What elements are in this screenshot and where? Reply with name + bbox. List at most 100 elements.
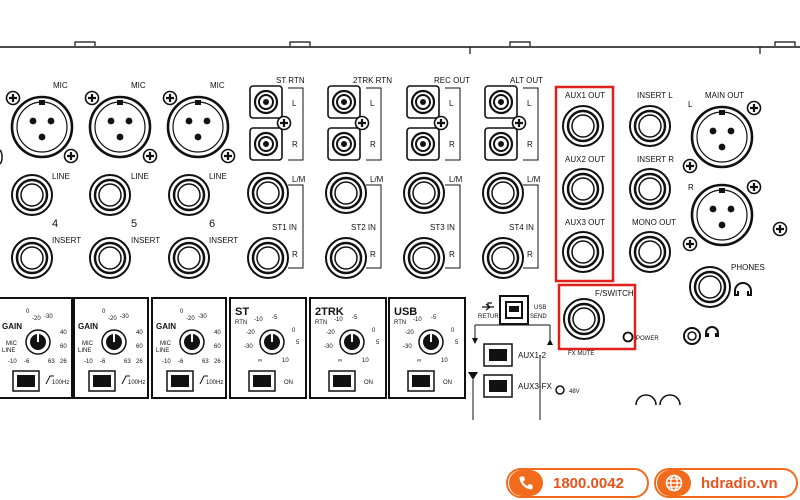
rtn-scale-neg20: -20 <box>246 330 255 336</box>
rtn-scale-0: 0 <box>372 328 376 334</box>
aux1-out-jack[interactable] <box>561 104 605 148</box>
hpf-label: 100Hz <box>52 380 69 386</box>
st3-r-jack[interactable] <box>402 236 446 280</box>
gain-scale-40: 40 <box>60 330 67 336</box>
insert-r-label: INSERT R <box>637 155 674 164</box>
insert-label: INSERT <box>52 236 81 245</box>
xlr-mic-input-5[interactable] <box>88 95 152 159</box>
gain-scale-20: -20 <box>108 316 117 322</box>
rtn-scale-neg5: -5 <box>272 315 278 321</box>
st1-lm-jack[interactable] <box>246 171 290 215</box>
st-rtn-r-jack[interactable] <box>248 126 284 162</box>
hpf-switch-4[interactable] <box>12 370 40 392</box>
insert-jack-5[interactable] <box>88 236 132 280</box>
line-label: LINE <box>131 172 149 181</box>
line-input-6[interactable] <box>167 173 211 217</box>
mono-out-jack[interactable] <box>628 230 672 274</box>
phones-label: PHONES <box>731 263 765 272</box>
usb-block: RETURN SEND USB AUX1-2 AUX3-FX 48V <box>468 295 681 420</box>
gain-scale-20: -20 <box>186 316 195 322</box>
st1-r-jack[interactable] <box>246 236 290 280</box>
st-rtn-knob[interactable] <box>259 329 285 355</box>
rtn-label: RTN <box>235 320 247 326</box>
phones-jack[interactable] <box>688 265 732 309</box>
insert-jack-6[interactable] <box>167 236 211 280</box>
st2-r-jack[interactable] <box>324 236 368 280</box>
phones-group: PHONES <box>683 263 765 345</box>
usb-rtn-knob[interactable] <box>418 329 444 355</box>
2trk-rtn-on-switch[interactable] <box>328 370 356 392</box>
lm-label: L/M <box>449 175 463 184</box>
gain-knob-5[interactable] <box>101 329 127 355</box>
hotline-pill[interactable]: 1800.0042 <box>506 468 649 498</box>
st-rtn-on-switch[interactable] <box>248 370 276 392</box>
gain-scale-neg10: -10 <box>162 359 171 365</box>
master-insert-r-jack[interactable] <box>628 167 672 211</box>
hpf-icon <box>121 375 130 385</box>
screw-icon <box>276 115 292 131</box>
screw-icon <box>746 179 762 195</box>
st-rtn-title: ST <box>235 306 249 318</box>
hpf-switch-6[interactable] <box>166 370 194 392</box>
gain-scale-neg6: -6 <box>24 359 30 365</box>
hotline-number: 1800.0042 <box>553 474 624 492</box>
gain-knob-4[interactable] <box>25 329 51 355</box>
lm-label: L/M <box>527 175 541 184</box>
lm-label: L/M <box>292 175 306 184</box>
gain-mic-label: MIC <box>6 341 18 347</box>
st4-lm-jack[interactable] <box>481 171 525 215</box>
aux3fx-label: AUX3-FX <box>518 382 552 391</box>
usb-rtn-on-switch[interactable] <box>407 370 435 392</box>
rec-out-l-jack[interactable] <box>405 84 441 120</box>
48v-label: 48V <box>569 389 580 395</box>
gain-label: GAIN <box>78 322 98 331</box>
gain-scale-0: 0 <box>102 309 106 315</box>
2trk-rtn-r-jack[interactable] <box>326 126 362 162</box>
r-label: R <box>527 250 533 259</box>
screw-icon <box>63 148 79 164</box>
48v-led <box>555 385 565 395</box>
alt-out-r-jack[interactable] <box>483 126 519 162</box>
gain-scale-20: -20 <box>32 316 41 322</box>
st4-r-jack[interactable] <box>481 236 525 280</box>
2trk-rtn-l-jack[interactable] <box>326 84 362 120</box>
website-pill[interactable]: hdradio.vn <box>654 468 798 498</box>
master-insert-l-jack[interactable] <box>628 104 672 148</box>
aux-out-group: AUX1 OUT AUX2 OUT AUX3 OUT <box>554 85 615 283</box>
main-out-r-xlr[interactable] <box>690 183 754 247</box>
2trk-rtn-title: 2TRK <box>315 306 344 318</box>
gain-scale-30: -30 <box>120 314 129 320</box>
st3-lm-jack[interactable] <box>402 171 446 215</box>
screw-icon <box>746 100 762 116</box>
fswitch-jack[interactable] <box>562 297 606 341</box>
st2-in-label: ST2 IN <box>351 223 376 232</box>
aux3-out-jack[interactable] <box>561 230 605 274</box>
aux3-out-label: AUX3 OUT <box>565 218 605 227</box>
gain-scale-40: 40 <box>214 330 221 336</box>
hpf-switch-5[interactable] <box>88 370 116 392</box>
screw-icon <box>84 90 100 106</box>
line-input-5[interactable] <box>88 173 132 217</box>
2trk-rtn-knob[interactable] <box>339 329 365 355</box>
alt-out-l-jack[interactable] <box>483 84 519 120</box>
aux2-out-jack[interactable] <box>561 167 605 211</box>
mic-label: MIC <box>210 81 225 90</box>
st-rtn-section: ST RTN -10 -5 -20 0 -30 5 ∞ 10 ON <box>235 306 300 392</box>
st2-lm-jack[interactable] <box>324 171 368 215</box>
st2-in: L/M ST2 IN R <box>324 171 384 280</box>
mono-out-label: MONO OUT <box>632 218 676 227</box>
xlr-mic-input-4[interactable] <box>10 95 74 159</box>
st1-in: L/M ST1 IN R <box>246 171 306 280</box>
rec-out-r-jack[interactable] <box>405 126 441 162</box>
insert-jack-4[interactable] <box>10 236 54 280</box>
main-out-l-xlr[interactable] <box>690 105 754 169</box>
gain-knob-6[interactable] <box>179 329 205 355</box>
usb-rtn-title: USB <box>394 306 417 318</box>
xlr-mic-input-6[interactable] <box>166 95 230 159</box>
screw-icon <box>220 148 236 164</box>
channel-number-5: 5 <box>131 218 137 230</box>
st-rtn-l-jack[interactable] <box>248 84 284 120</box>
fswitch-highlight <box>557 283 637 351</box>
line-input-4[interactable] <box>10 173 54 217</box>
